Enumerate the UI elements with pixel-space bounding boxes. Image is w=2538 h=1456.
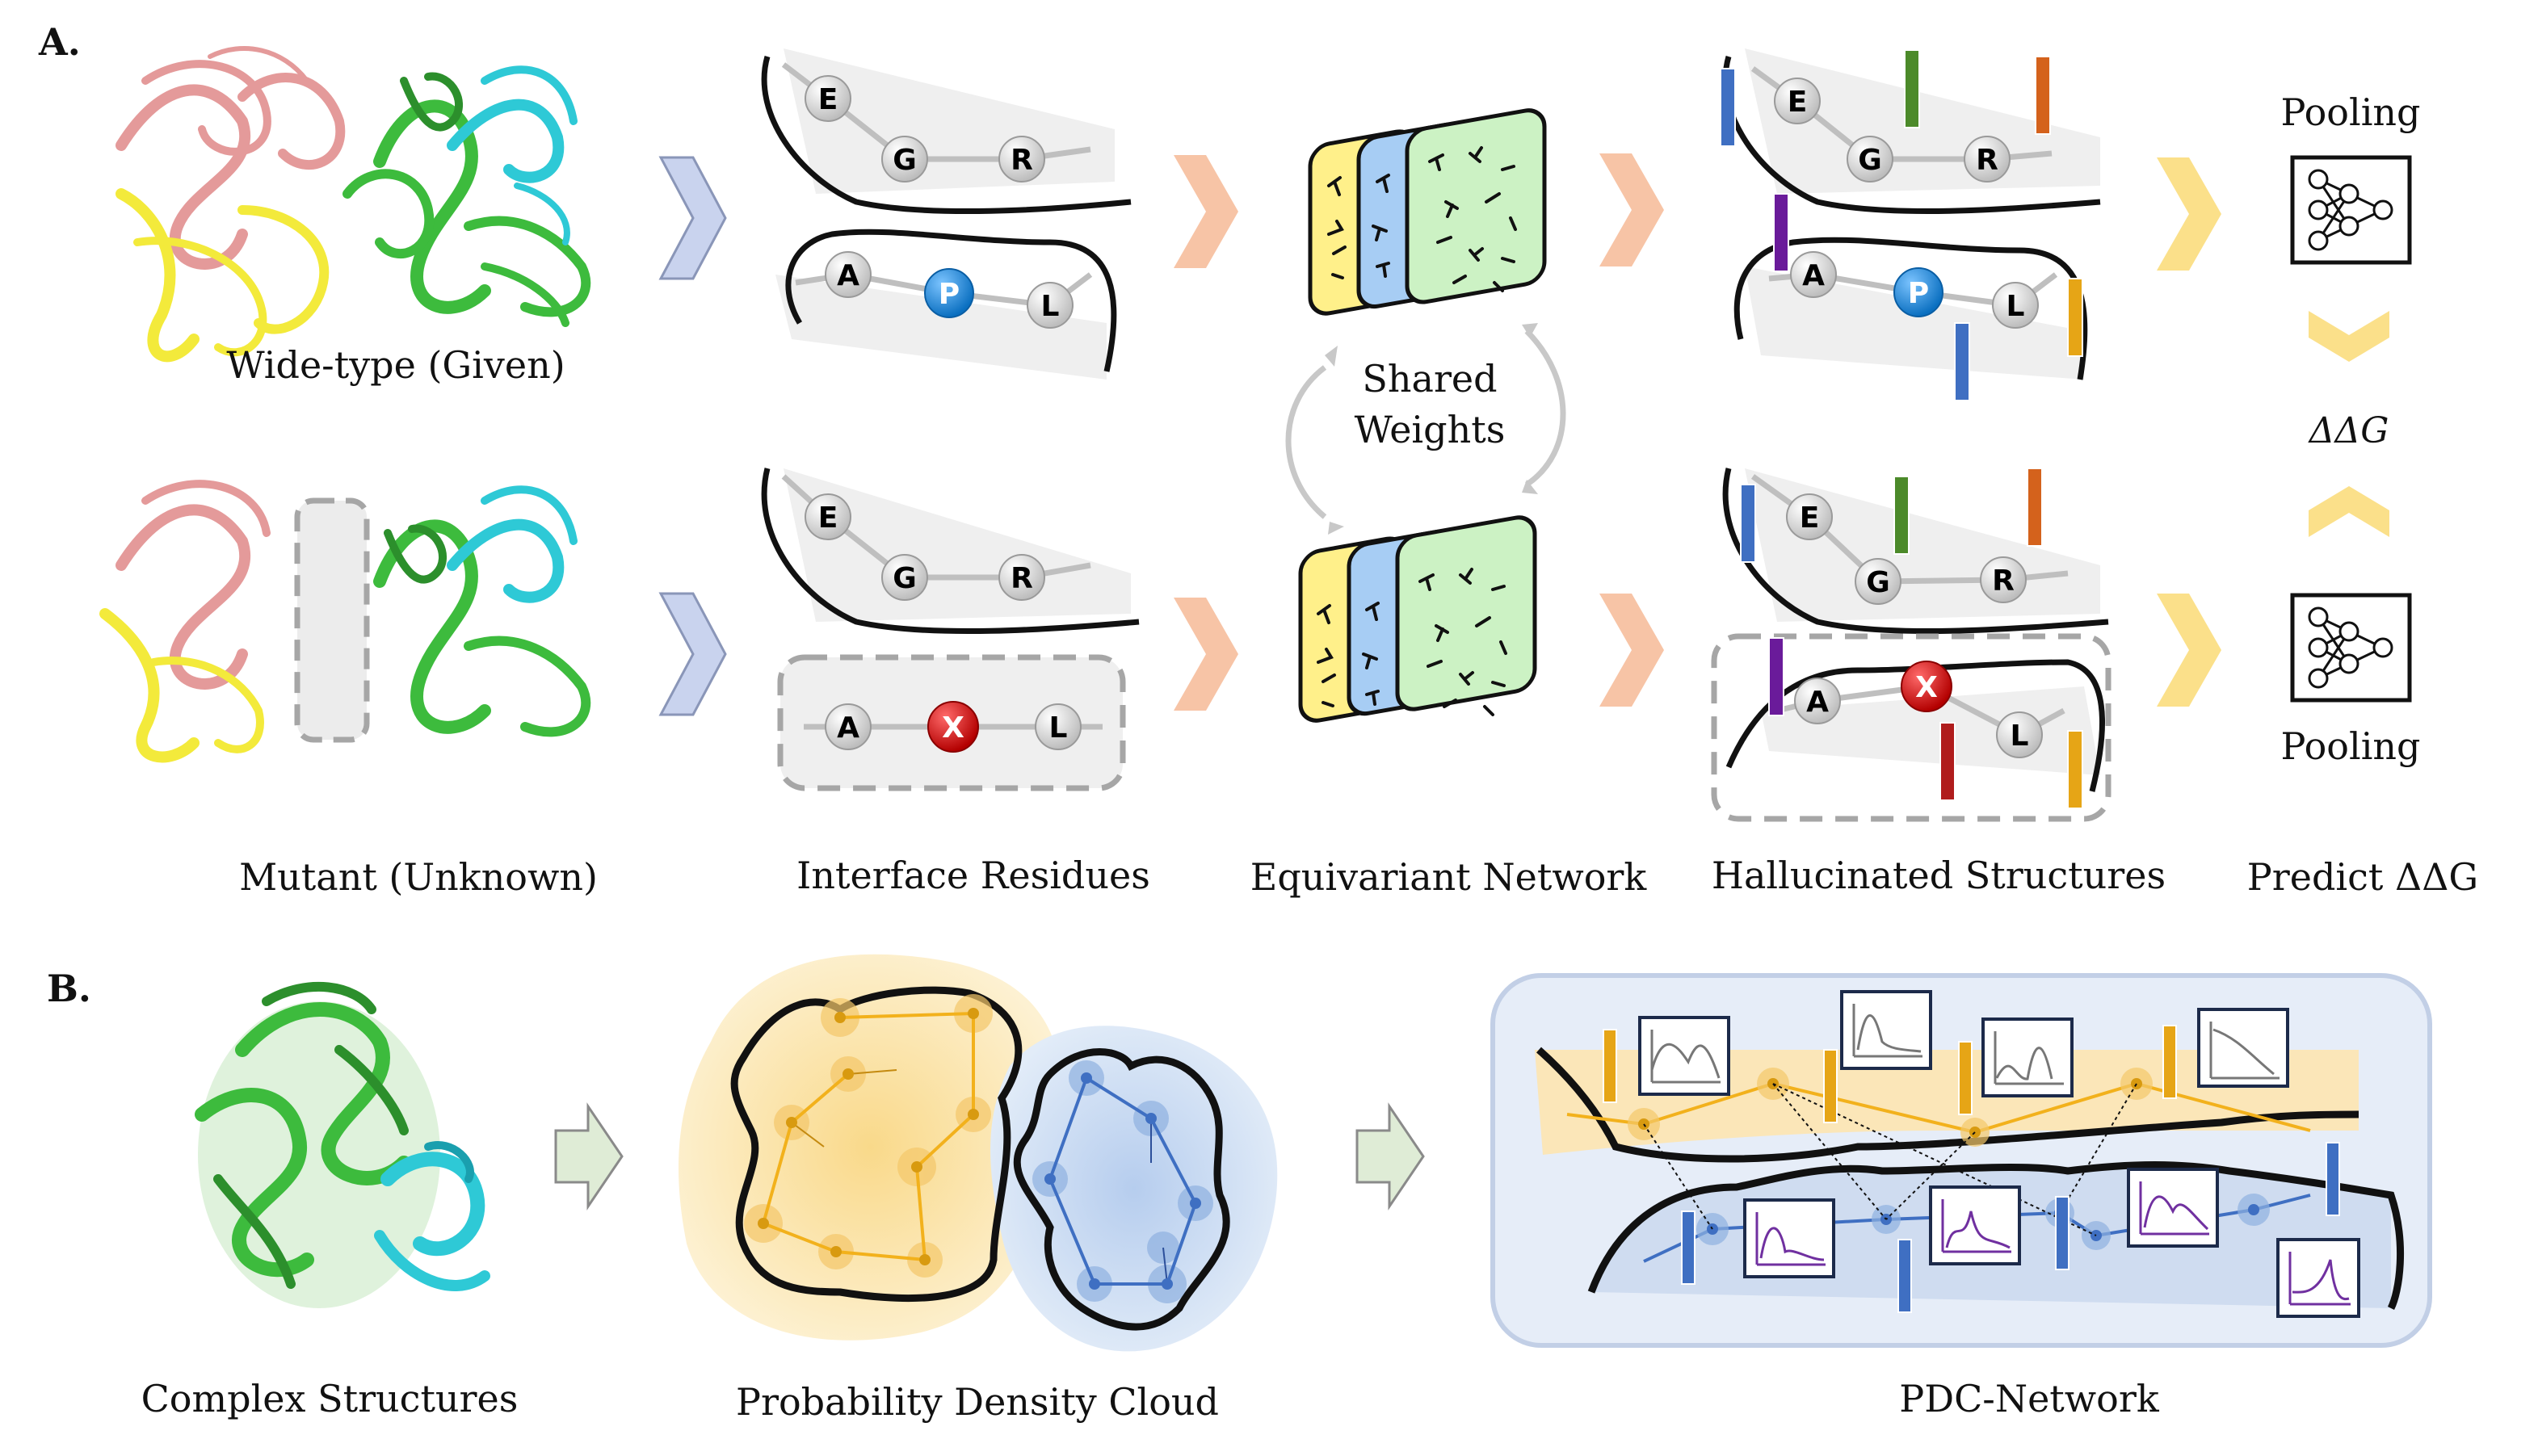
equivariant-network-bottom — [1298, 515, 1537, 723]
residue-label: P — [1908, 277, 1929, 310]
pooling-top-label: Pooling — [2281, 90, 2421, 134]
shared-weights-line1: Shared — [1362, 357, 1497, 401]
arrowhead-icon — [1522, 480, 1538, 494]
chevron-arrow-icon — [658, 592, 727, 716]
residue-label: L — [1041, 290, 1060, 323]
pooling-bottom-label: Pooling — [2281, 724, 2421, 768]
residue-label: L — [2011, 720, 2029, 753]
panel-b-label: B. — [47, 967, 91, 1010]
arrow-right-icon — [1355, 1102, 1425, 1211]
residue-label: R — [1011, 144, 1033, 177]
residue-label: E — [818, 83, 838, 116]
residue-label: L — [2006, 290, 2025, 323]
residue-label: R — [1011, 562, 1033, 595]
probability-density-cloud-image — [679, 954, 1278, 1352]
chevron-down-icon — [2309, 311, 2389, 362]
pdc-network-diagram — [1490, 973, 2432, 1348]
pdc-network-caption: PDC-Network — [1899, 1377, 2160, 1420]
residue-label: A — [1802, 259, 1825, 292]
arrowhead-icon — [1328, 522, 1344, 535]
chevron-arrow-icon — [658, 156, 727, 280]
wild-type-protein-image — [116, 46, 591, 363]
mutant-protein-image — [99, 480, 591, 763]
pooling-network-icon — [2290, 593, 2412, 703]
residue-label: A — [837, 711, 859, 745]
residue-label: G — [893, 562, 917, 595]
hallucinated-structure-bottom: E G R A X L — [1711, 468, 2111, 822]
arrowhead-icon — [1325, 346, 1338, 367]
residue-label: E — [1788, 86, 1808, 119]
chevron-arrow-icon — [2157, 157, 2221, 271]
residue-label: G — [893, 144, 917, 177]
residue-label: A — [837, 259, 859, 292]
residue-label: R — [1976, 144, 1998, 177]
interface-residues-wild-type: E G R A P L — [761, 48, 1132, 380]
panel-a-label: A. — [38, 20, 81, 64]
complex-structures-caption: Complex Structures — [141, 1377, 519, 1420]
residue-label: A — [1806, 686, 1829, 719]
residue-label: G — [1866, 566, 1890, 599]
residue-label: P — [939, 278, 960, 311]
chevron-arrow-icon — [1599, 594, 1664, 707]
pdc-caption: Probability Density Cloud — [736, 1380, 1219, 1424]
wild-type-caption: Wide-type (Given) — [226, 343, 565, 387]
interface-residues-caption: Interface Residues — [796, 854, 1150, 897]
ddg-label: ΔΔG — [2308, 410, 2389, 451]
chevron-up-icon — [2309, 486, 2389, 537]
arrow-right-icon — [554, 1102, 624, 1211]
shared-weights-arrow — [1524, 329, 1566, 487]
hallucinated-structure-top: E G R A P L — [1720, 48, 2101, 401]
mutant-caption: Mutant (Unknown) — [239, 855, 598, 899]
residue-label: E — [818, 501, 838, 535]
residue-label: E — [1800, 501, 1820, 535]
pooling-network-icon — [2290, 155, 2412, 265]
chevron-arrow-icon — [1599, 153, 1664, 266]
interface-residues-mutant: E G R A X L — [761, 468, 1140, 791]
arrowhead-icon — [1522, 323, 1538, 338]
residue-label: G — [1858, 144, 1882, 177]
residue-label: R — [1992, 564, 2015, 598]
shared-weights-arrow — [1285, 365, 1327, 519]
hallucinated-structures-caption: Hallucinated Structures — [1712, 854, 2166, 897]
chevron-arrow-icon — [2157, 594, 2221, 707]
shared-weights-line2: Weights — [1355, 408, 1506, 451]
complex-structure-image — [195, 981, 490, 1308]
chevron-arrow-icon — [1174, 155, 1238, 268]
equivariant-network-top — [1308, 108, 1547, 316]
chevron-arrow-icon — [1174, 598, 1238, 711]
residue-label: X — [1915, 671, 1938, 704]
equivariant-network-caption: Equivariant Network — [1250, 855, 1648, 899]
predict-ddg-caption: Predict ΔΔG — [2247, 855, 2478, 899]
residue-label: X — [942, 711, 964, 745]
residue-label: L — [1049, 711, 1068, 745]
